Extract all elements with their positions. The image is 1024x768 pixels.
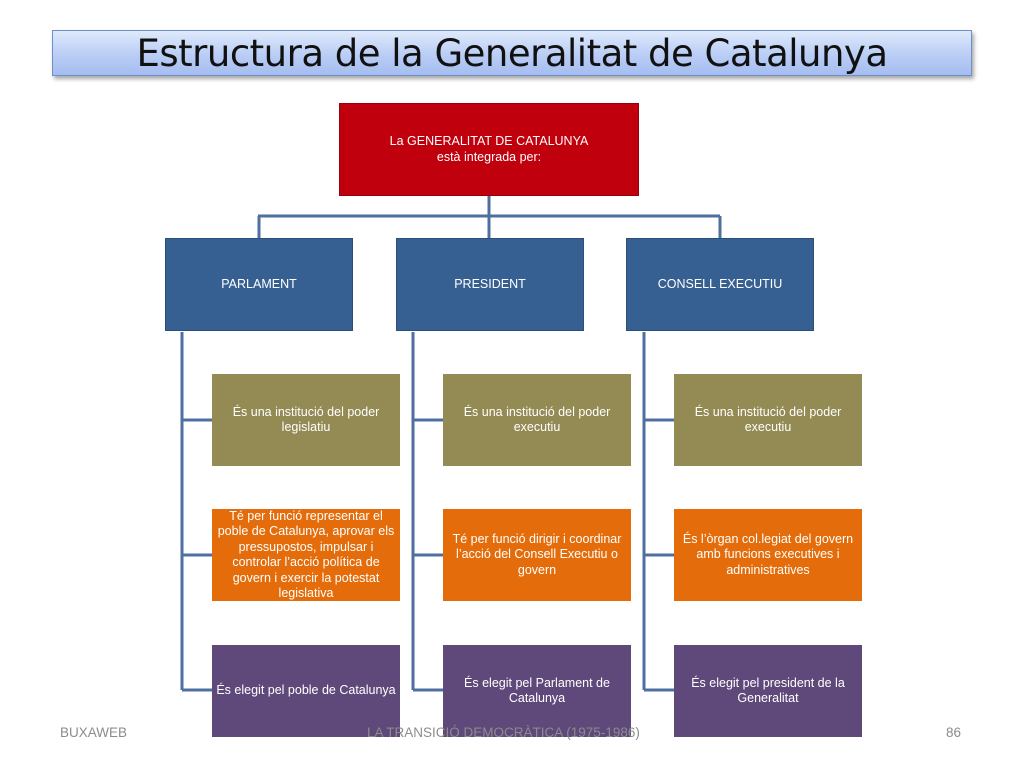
consell-function: És l’òrgan col.legiat del govern amb fun…: [674, 509, 862, 601]
parlament-election: És elegit pel poble de Catalunya: [212, 645, 400, 737]
root-node: La GENERALITAT DE CATALUNYA està integra…: [339, 103, 639, 196]
footer-left: BUXAWEB: [60, 725, 128, 740]
president-election: És elegit pel Parlament de Catalunya: [443, 645, 631, 737]
consell-description: És una institució del poder executiu: [674, 374, 862, 466]
node-president: PRESIDENT: [396, 238, 584, 331]
node-consell-executiu: CONSELL EXECUTIU: [626, 238, 814, 331]
root-line-1: La GENERALITAT DE CATALUNYA: [389, 134, 589, 148]
footer-center: LA TRANSICIÓ DEMOCRÀTICA (1975-1986): [367, 725, 640, 740]
president-description: És una institució del poder executiu: [443, 374, 631, 466]
root-line-2: està integrada per:: [436, 149, 542, 164]
parlament-description: És una institució del poder legislatiu: [212, 374, 400, 466]
parlament-function: Té per funció representar el poble de Ca…: [212, 509, 400, 601]
consell-election: És elegit pel president de la Generalita…: [674, 645, 862, 737]
title-banner: Estructura de la Generalitat de Cataluny…: [52, 30, 972, 76]
president-function: Té per funció dirigir i coordinar l’acci…: [443, 509, 631, 601]
page-title: Estructura de la Generalitat de Cataluny…: [136, 31, 889, 75]
node-parlament: PARLAMENT: [165, 238, 353, 331]
footer-page-number: 86: [946, 725, 962, 740]
